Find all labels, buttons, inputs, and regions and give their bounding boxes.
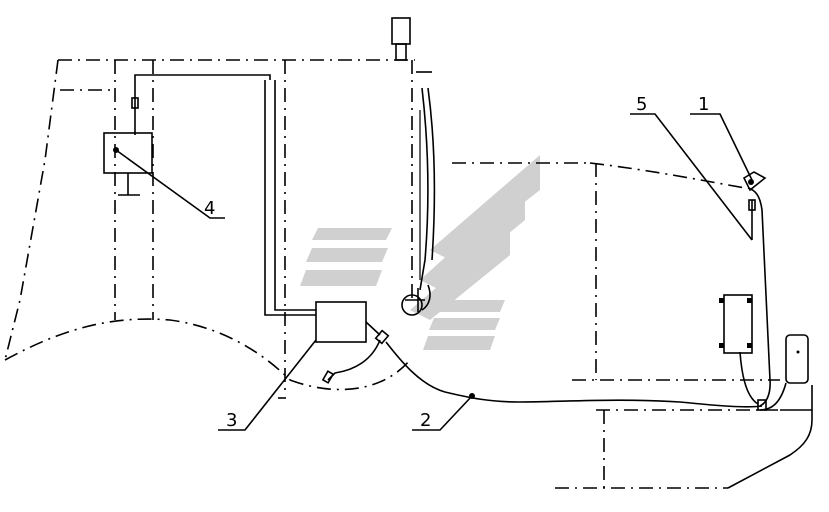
cab-harness [103, 74, 316, 316]
rear-box [719, 294, 753, 354]
callout-3: 3 [226, 410, 237, 431]
rear-harness [321, 321, 763, 408]
rear-lamp-harness [739, 171, 771, 411]
cab-outline [4, 59, 415, 391]
exhaust-pipe [391, 17, 432, 73]
watermark-logo [300, 155, 540, 350]
wiper-arm [401, 87, 436, 316]
component-4-box [103, 132, 153, 174]
callout-1: 1 [698, 94, 709, 115]
callout-5: 5 [636, 94, 647, 115]
callout-4: 4 [204, 198, 215, 219]
leader-lines [115, 113, 753, 431]
callout-2: 2 [420, 410, 431, 431]
component-3-box [315, 301, 367, 343]
hood-outline [452, 162, 780, 490]
